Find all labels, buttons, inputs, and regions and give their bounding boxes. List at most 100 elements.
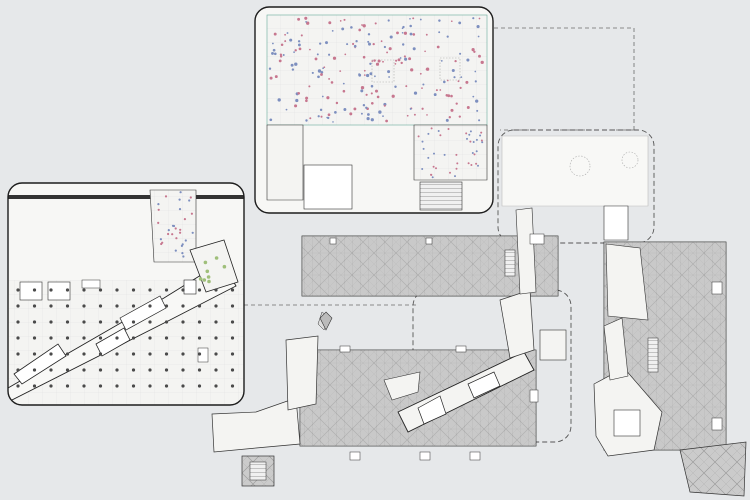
furniture-mark: [342, 82, 345, 85]
furniture-mark: [455, 102, 458, 105]
furniture-mark: [367, 113, 370, 116]
structural-column: [230, 320, 235, 324]
furniture-mark: [385, 119, 388, 123]
planting-mark: [214, 256, 219, 260]
furniture-mark: [343, 18, 346, 21]
furniture-mark: [174, 227, 177, 230]
furniture-mark: [157, 208, 160, 211]
furniture-mark: [160, 242, 163, 246]
furniture-mark: [269, 76, 273, 80]
furniture-mark: [421, 87, 423, 89]
furniture-mark: [477, 164, 479, 167]
furniture-mark: [445, 118, 449, 122]
furniture-mark: [476, 109, 479, 112]
furniture-mark: [455, 153, 458, 156]
furniture-mark: [467, 162, 470, 165]
furniture-mark: [284, 33, 286, 36]
furniture-mark: [273, 32, 277, 36]
furniture-mark: [367, 33, 371, 36]
furniture-mark: [339, 70, 342, 72]
furniture-mark: [331, 29, 334, 32]
furniture-mark: [409, 32, 413, 36]
furniture-mark: [446, 35, 449, 38]
structural-column: [115, 304, 119, 308]
structural-column: [164, 288, 169, 292]
furniture-mark: [278, 59, 282, 63]
plaza-wedge: [679, 441, 747, 497]
furniture-mark: [343, 108, 347, 111]
structural-column: [32, 384, 37, 388]
furniture-mark: [458, 115, 461, 118]
furniture-mark: [353, 107, 357, 111]
furniture-mark: [480, 60, 484, 65]
furniture-mark: [439, 134, 442, 137]
furniture-mark: [271, 51, 274, 55]
furniture-mark: [271, 42, 274, 45]
planting-mark: [198, 277, 203, 281]
furniture-mark: [440, 60, 443, 62]
furniture-mark: [425, 33, 428, 36]
structural-column: [115, 352, 119, 356]
furniture-mark: [305, 99, 308, 103]
furniture-mark: [370, 84, 374, 88]
furniture-mark: [370, 101, 374, 105]
furniture-mark: [455, 167, 458, 170]
structural-column: [164, 336, 169, 340]
furniture-mark: [349, 112, 353, 116]
furniture-mark: [272, 48, 276, 52]
furniture-mark: [362, 24, 366, 28]
furniture-mark: [341, 27, 345, 31]
furniture-mark: [422, 83, 425, 86]
furniture-mark: [157, 203, 160, 206]
furniture-mark: [297, 91, 301, 95]
furniture-mark: [470, 164, 473, 166]
structural-column: [82, 352, 86, 356]
furniture-mark: [426, 114, 428, 116]
furniture-mark: [328, 53, 331, 56]
furniture-mark: [178, 198, 181, 201]
furniture-mark: [362, 55, 366, 59]
structural-column: [65, 336, 70, 340]
furniture-mark: [422, 147, 425, 150]
furniture-mark: [481, 141, 484, 144]
furniture-mark: [433, 93, 437, 97]
furniture-mark: [458, 21, 462, 25]
structural-column: [197, 320, 202, 324]
furniture-mark: [374, 89, 379, 93]
furniture-mark: [322, 67, 324, 70]
furniture-mark: [374, 75, 376, 78]
structural-column: [32, 368, 37, 372]
structural-column: [16, 368, 20, 372]
furniture-mark: [317, 75, 320, 79]
structural-column: [65, 384, 70, 388]
furniture-mark: [297, 43, 301, 47]
furniture-mark: [472, 95, 475, 98]
furniture-mark: [368, 42, 371, 46]
entrance-block-southeast: [593, 317, 663, 457]
structural-column: [115, 288, 119, 292]
furniture-mark: [297, 40, 301, 43]
furniture-mark: [159, 238, 162, 241]
furniture-mark: [447, 94, 451, 98]
furniture-mark: [466, 137, 468, 140]
furniture-mark: [443, 80, 446, 84]
furniture-mark: [432, 165, 435, 168]
furniture-mark: [314, 57, 318, 61]
furniture-mark: [327, 113, 331, 117]
furniture-mark: [335, 101, 339, 105]
furniture-mark: [450, 20, 453, 23]
structural-column: [16, 288, 20, 292]
furniture-mark: [460, 76, 463, 78]
furniture-mark: [438, 31, 441, 34]
structural-column: [65, 352, 70, 356]
structural-column: [82, 320, 86, 324]
furniture-mark: [179, 228, 182, 231]
furniture-mark: [409, 107, 412, 110]
planting-mark: [205, 269, 210, 274]
furniture-mark: [179, 191, 182, 194]
furniture-mark: [365, 73, 370, 78]
furniture-mark: [450, 94, 453, 98]
structural-column: [16, 304, 20, 308]
furniture-mark: [421, 107, 424, 110]
